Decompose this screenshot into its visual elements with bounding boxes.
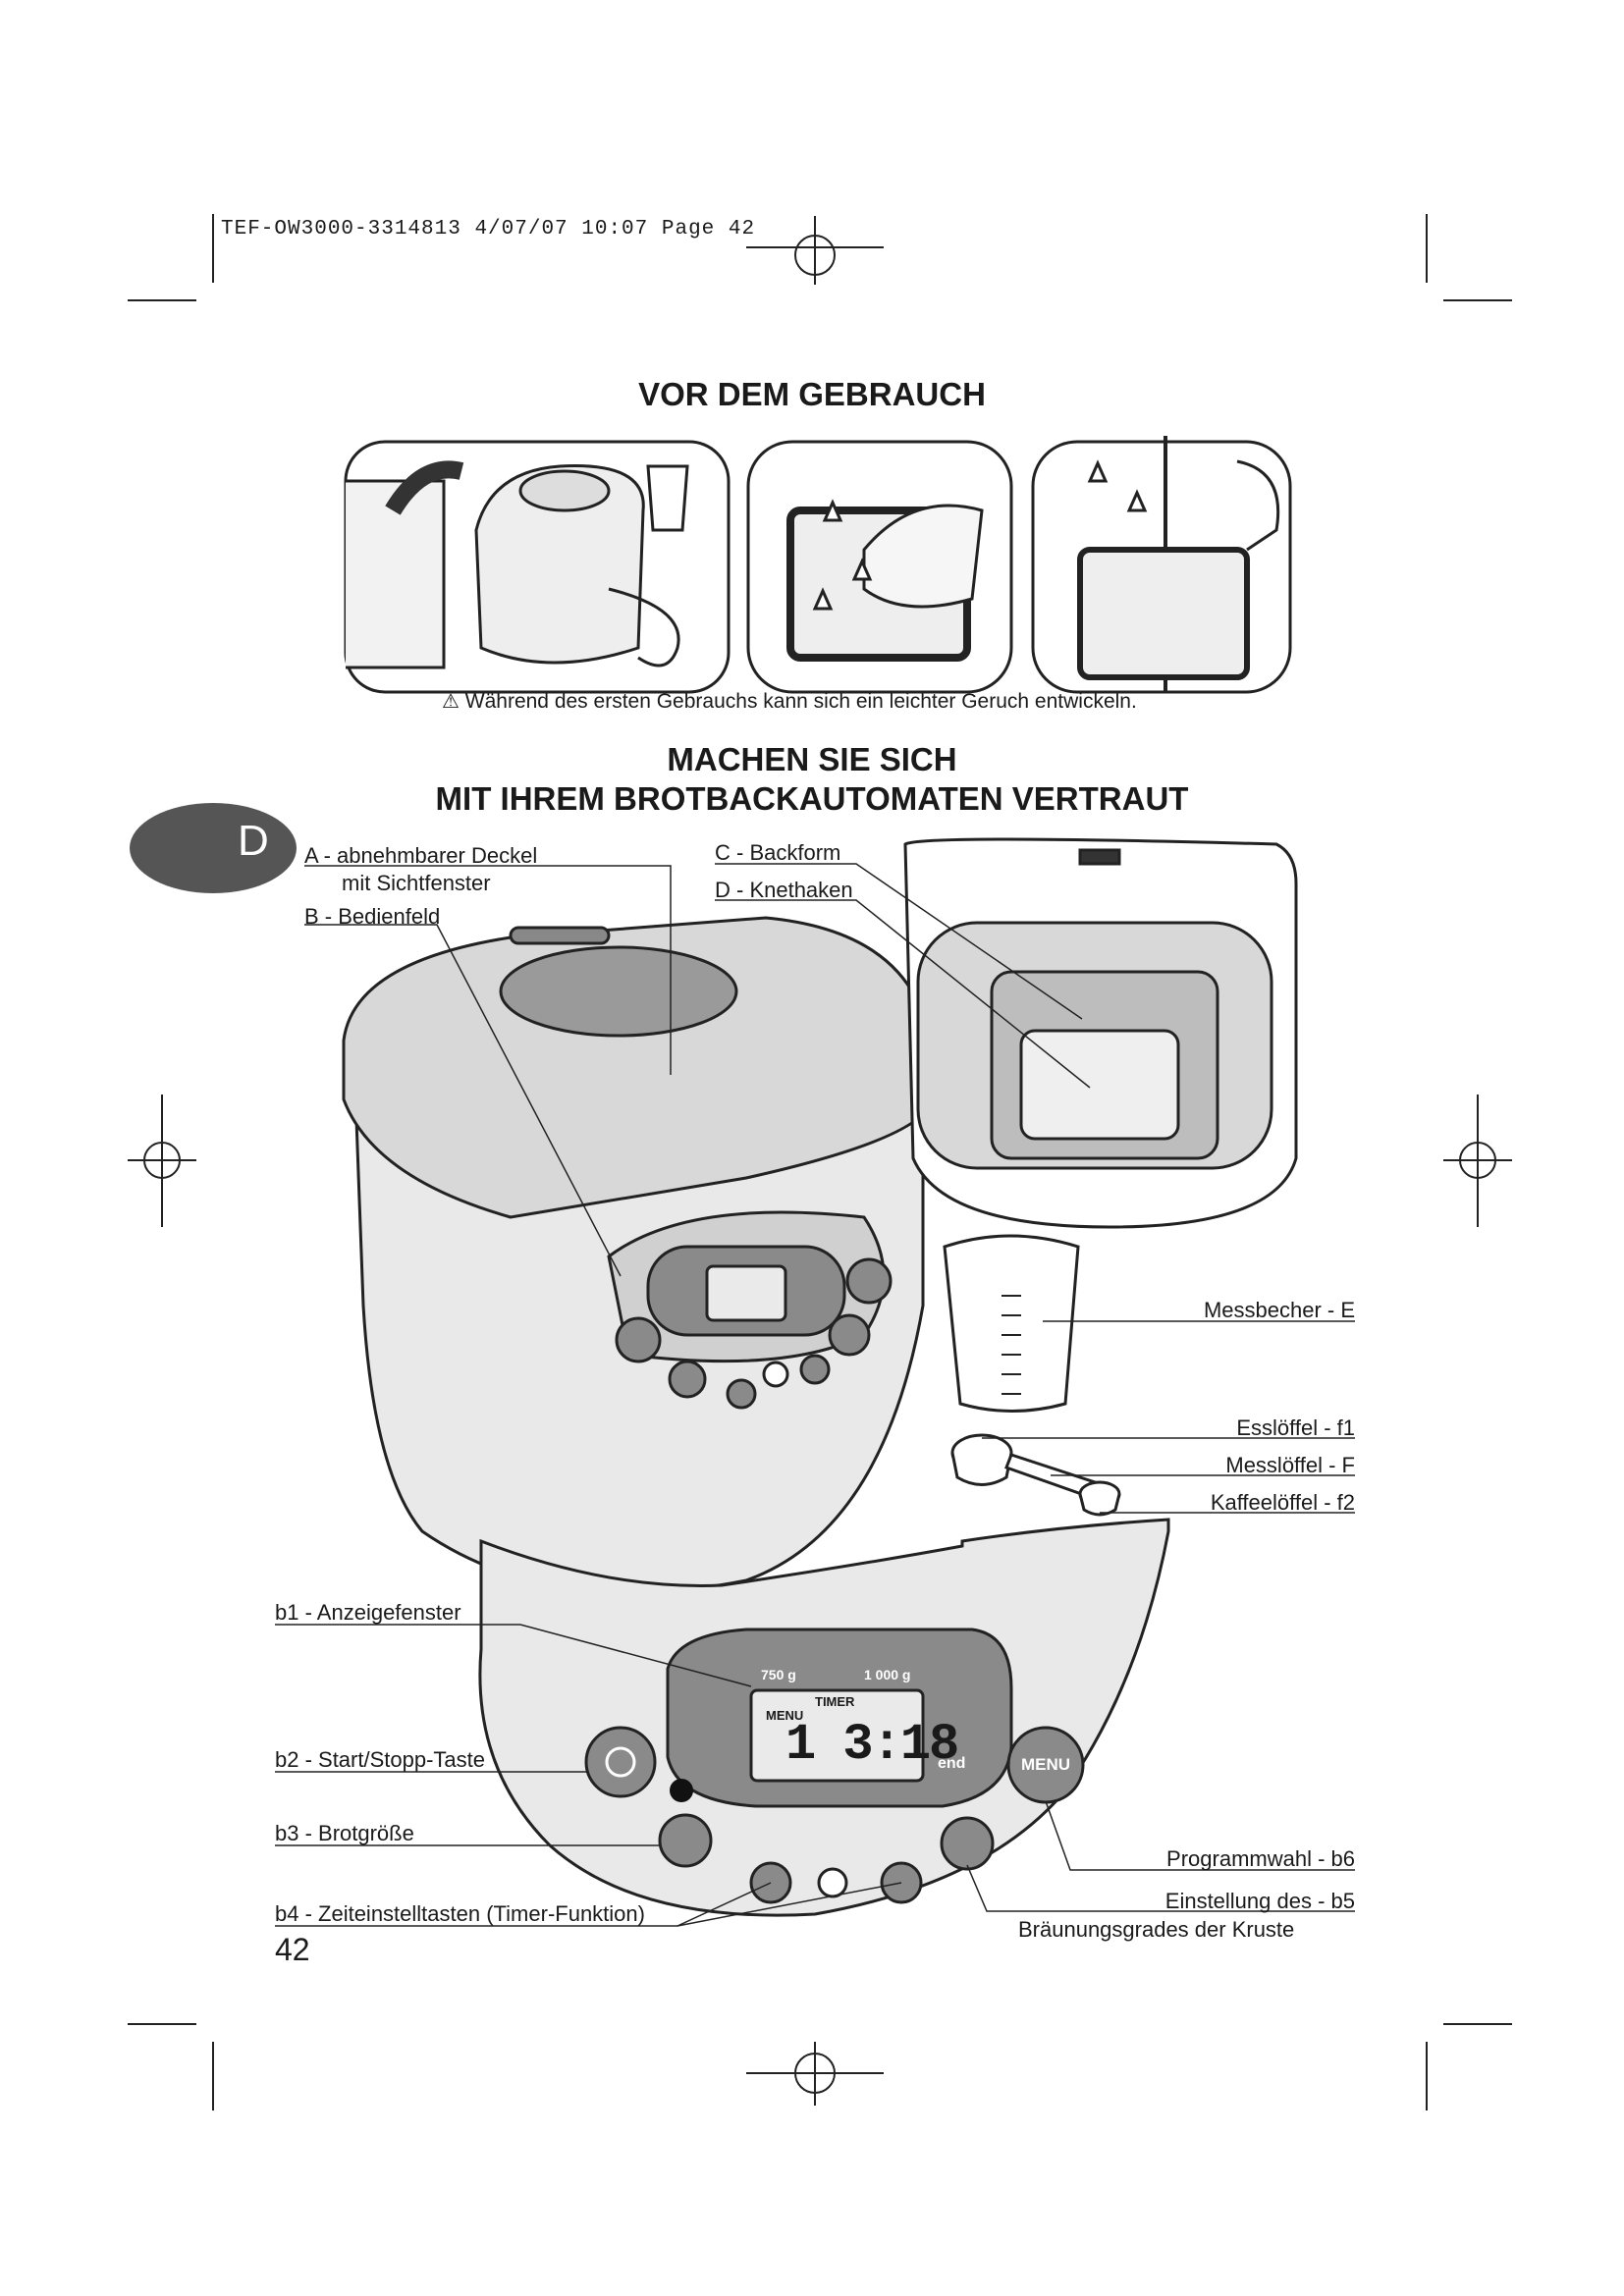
label-a-lid: A - abnehmbarer Deckel (304, 843, 538, 868)
label-d-kneader: D - Knethaken (715, 878, 853, 902)
section-title-before-use: VOR DEM GEBRAUCH (638, 376, 986, 412)
wipe-pan-illustration (746, 440, 1013, 694)
timer-label: TIMER (815, 1694, 855, 1709)
label-a-window: mit Sichtfenster (342, 871, 491, 895)
warning-note: ⚠ Während des ersten Gebrauchs kann sich… (442, 689, 1137, 714)
language-tab: D (130, 803, 297, 893)
wipe-chamber-illustration (1031, 436, 1292, 694)
label-b1-display: b1 - Anzeigefenster (275, 1600, 461, 1625)
label-b2-start: b2 - Start/Stopp-Taste (275, 1747, 485, 1772)
label-b6-program: Programmwahl - b6 (1166, 1846, 1355, 1871)
breadmaker-illustration (342, 916, 935, 1594)
label-b5-crust-line2: Bräunungsgrades der Kruste (1018, 1917, 1295, 1942)
control-panel-closeup (478, 1518, 1170, 1917)
end-label: end (938, 1755, 966, 1772)
label-f-spoon: Messlöffel - F (1225, 1453, 1355, 1477)
weight-1000-label: 1 000 g (864, 1667, 911, 1682)
language-tab-letter: D (238, 817, 269, 865)
menu-button[interactable]: MENU (1021, 1755, 1071, 1774)
unpacking-illustration (344, 440, 731, 694)
print-slug: TEF-OW3000-3314813 4/07/07 10:07 Page 42 (221, 218, 756, 240)
label-e-cup: Messbecher - E (1203, 1298, 1355, 1322)
section-title-line2: MIT IHREM BROTBACKAUTOMATEN VERTRAUT (435, 780, 1189, 817)
label-b3-size: b3 - Brotgröße (275, 1821, 414, 1845)
open-lid-illustration (903, 837, 1298, 1229)
warning-text: Während des ersten Gebrauchs kann sich e… (464, 690, 1137, 713)
label-f2-spoon: Kaffeelöffel - f2 (1210, 1490, 1355, 1515)
menu-indicator-label: MENU (766, 1708, 804, 1723)
page-number: 42 (275, 1932, 310, 1967)
weight-750-label: 750 g (761, 1667, 796, 1682)
label-b-panel: B - Bedienfeld (304, 904, 441, 929)
label-f1-spoon: Esslöffel - f1 (1236, 1415, 1355, 1440)
section-title-line1: MACHEN SIE SICH (667, 741, 957, 777)
label-b4-timer: b4 - Zeiteinstelltasten (Timer-Funktion) (275, 1901, 645, 1926)
label-b5-crust: Einstellung des - b5 (1164, 1889, 1355, 1913)
time-digits: 1 3:18 (785, 1716, 959, 1774)
measuring-cup-illustration (943, 1234, 1080, 1413)
warning-triangle-icon: ⚠ (442, 691, 460, 713)
label-c-pan: C - Backform (715, 840, 841, 865)
